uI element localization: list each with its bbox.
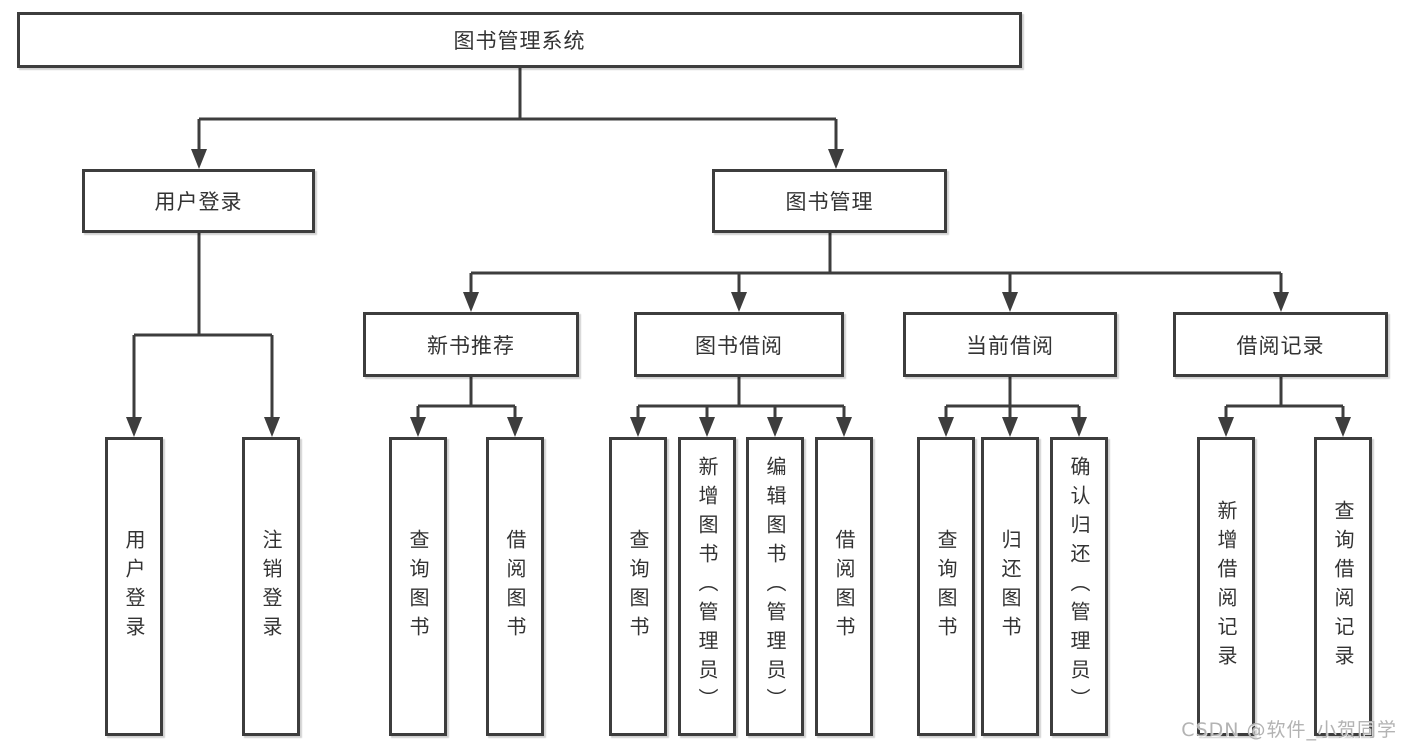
node-label: 图书管理系统	[453, 29, 586, 53]
leaf-label: 注销登录	[259, 528, 283, 645]
leaf-label: 编辑图书（管理员）	[763, 456, 787, 717]
arrowheads	[126, 149, 1351, 437]
node-label: 当前借阅	[966, 333, 1054, 358]
leaf-return-book: 归还图书	[981, 437, 1039, 736]
leaf-label: 借阅图书	[832, 528, 856, 645]
leaf-query-books-current: 查询图书	[917, 437, 975, 736]
leaf-borrow-books-recommend: 借阅图书	[486, 437, 544, 736]
leaf-user-login: 用户登录	[105, 437, 163, 736]
leaf-add-borrow-record: 新增借阅记录	[1197, 437, 1255, 736]
leaf-label: 新增借阅记录	[1214, 499, 1238, 674]
node-borrow-records: 借阅记录	[1173, 312, 1388, 377]
leaf-label: 查询图书	[934, 528, 958, 645]
node-library-system: 图书管理系统	[17, 12, 1022, 68]
leaf-query-borrow-record: 查询借阅记录	[1314, 437, 1372, 736]
leaf-confirm-return-admin: 确认归还（管理员）	[1050, 437, 1108, 736]
leaf-label: 查询图书	[626, 528, 650, 645]
leaf-label: 用户登录	[122, 528, 146, 645]
leaf-label: 借阅图书	[503, 528, 527, 645]
node-user-login: 用户登录	[82, 169, 315, 233]
leaf-query-books-borrow: 查询图书	[609, 437, 667, 736]
leaf-query-books-recommend: 查询图书	[389, 437, 447, 736]
leaf-label: 确认归还（管理员）	[1067, 456, 1091, 717]
csdn-watermark: CSDN @软件_小贺同学	[1181, 719, 1397, 741]
node-label: 新书推荐	[427, 333, 515, 358]
node-label: 用户登录	[154, 190, 243, 214]
leaf-logout: 注销登录	[242, 437, 300, 736]
leaf-label: 查询图书	[406, 528, 430, 645]
node-label: 借阅记录	[1236, 333, 1325, 358]
leaf-label: 新增图书（管理员）	[695, 456, 719, 717]
node-current-borrow: 当前借阅	[903, 312, 1117, 377]
leaf-add-book-admin: 新增图书（管理员）	[678, 437, 736, 736]
leaf-borrow-books: 借阅图书	[815, 437, 873, 736]
node-label: 图书管理	[785, 190, 874, 214]
leaf-label: 归还图书	[998, 528, 1022, 645]
leaf-edit-book-admin: 编辑图书（管理员）	[746, 437, 804, 736]
node-new-book-recommend: 新书推荐	[363, 312, 579, 377]
node-book-management: 图书管理	[712, 169, 947, 233]
node-book-borrow: 图书借阅	[634, 312, 844, 377]
leaf-label: 查询借阅记录	[1331, 499, 1355, 674]
node-label: 图书借阅	[695, 333, 783, 358]
